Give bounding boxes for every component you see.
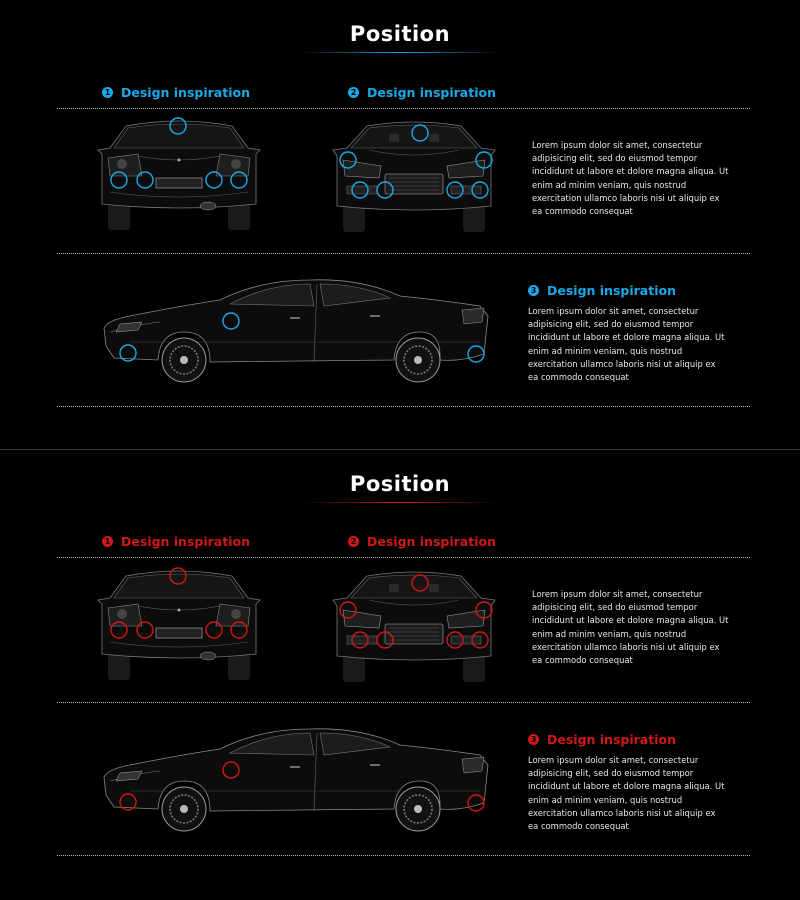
marker-ring (467, 794, 485, 812)
heading-3: 3 Design inspiration (528, 732, 676, 747)
marker-ring (230, 621, 248, 639)
heading-2: 2 Design inspiration (348, 85, 496, 100)
heading-3: 3 Design inspiration (528, 283, 676, 298)
marker-ring (205, 171, 223, 189)
panel-red: Position 1 Design inspiration 2 Design i… (0, 450, 800, 899)
heading-1: 1 Design inspiration (102, 85, 250, 100)
number-badge: 1 (102, 536, 113, 547)
marker-ring (411, 124, 429, 142)
marker-ring (471, 631, 489, 649)
marker-ring (411, 574, 429, 592)
marker-ring (110, 621, 128, 639)
title-underline (300, 502, 500, 503)
marker-ring (471, 181, 489, 199)
heading-label: Design inspiration (121, 85, 250, 100)
page-title: Position (349, 22, 451, 46)
marker-ring (475, 601, 493, 619)
dotted-divider (57, 702, 750, 703)
heading-2: 2 Design inspiration (348, 534, 496, 549)
number-badge: 2 (348, 536, 359, 547)
marker-ring (446, 181, 464, 199)
marker-ring (376, 181, 394, 199)
marker-ring (136, 621, 154, 639)
marker-ring (205, 621, 223, 639)
marker-ring (110, 171, 128, 189)
dotted-divider (57, 557, 750, 558)
number-badge: 1 (102, 87, 113, 98)
description-text: Lorem ipsum dolor sit amet, consectetur … (528, 755, 725, 832)
page-title: Position (349, 472, 451, 496)
heading-1: 1 Design inspiration (102, 534, 250, 549)
car-side-view (103, 727, 489, 832)
car-rear-view (97, 567, 261, 681)
panel-blue: Position 1 Design inspiration 2 Design i… (0, 0, 800, 449)
dotted-divider (57, 855, 750, 856)
marker-ring (376, 631, 394, 649)
heading-label: Design inspiration (547, 732, 676, 747)
dotted-divider (57, 108, 750, 109)
marker-ring (467, 345, 485, 363)
number-badge: 3 (528, 734, 539, 745)
description-text: Lorem ipsum dolor sit amet, consectetur … (528, 306, 725, 383)
car-side-view (103, 278, 489, 383)
description-text: Lorem ipsum dolor sit amet, consectetur … (532, 140, 729, 217)
marker-ring (351, 181, 369, 199)
marker-ring (169, 117, 187, 135)
marker-ring (475, 151, 493, 169)
title-underline (300, 52, 500, 53)
marker-ring (119, 344, 137, 362)
marker-ring (169, 567, 187, 585)
number-badge: 2 (348, 87, 359, 98)
marker-ring (119, 793, 137, 811)
heading-label: Design inspiration (367, 85, 496, 100)
marker-ring (222, 761, 240, 779)
marker-ring (339, 151, 357, 169)
marker-ring (136, 171, 154, 189)
panel-separator (0, 449, 800, 450)
marker-ring (339, 601, 357, 619)
heading-label: Design inspiration (547, 283, 676, 298)
car-front-view (332, 121, 496, 233)
dotted-divider (57, 406, 750, 407)
marker-ring (446, 631, 464, 649)
number-badge: 3 (528, 285, 539, 296)
dotted-divider (57, 253, 750, 254)
marker-ring (222, 312, 240, 330)
heading-label: Design inspiration (121, 534, 250, 549)
description-text: Lorem ipsum dolor sit amet, consectetur … (532, 589, 729, 666)
car-front-view (332, 571, 496, 683)
heading-label: Design inspiration (367, 534, 496, 549)
marker-ring (230, 171, 248, 189)
marker-ring (351, 631, 369, 649)
car-rear-view (97, 117, 261, 231)
